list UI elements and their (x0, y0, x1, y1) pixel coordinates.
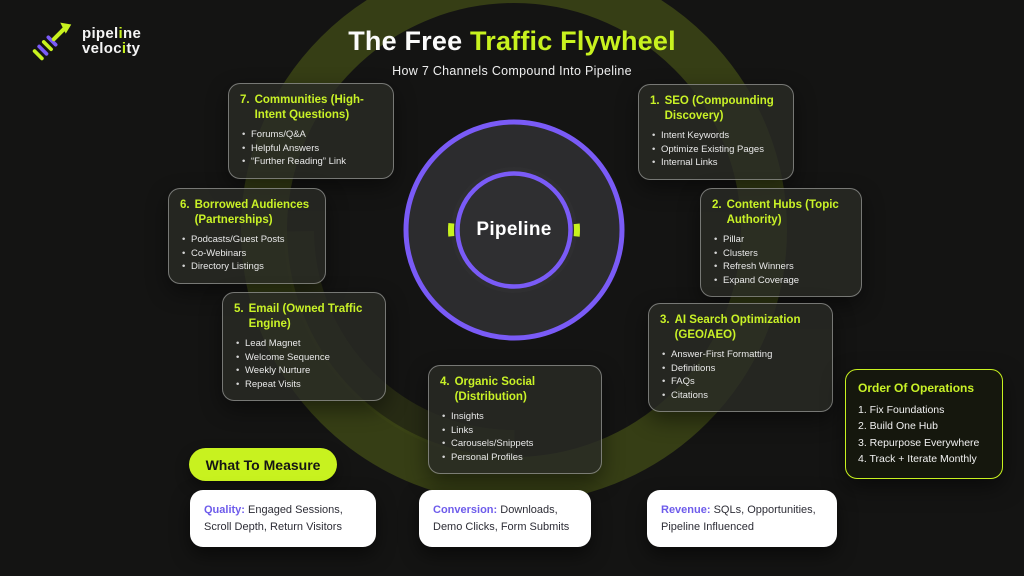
channel-bullets: InsightsLinksCarousels/SnippetsPersonal … (440, 410, 590, 464)
list-item: Welcome Sequence (234, 351, 374, 365)
list-item: 2. Build One Hub (858, 420, 938, 433)
channel-card-communities: 7.Communities (High-Intent Questions) Fo… (228, 83, 394, 179)
list-item: Directory Listings (180, 260, 314, 274)
channel-title: 2.Content Hubs (Topic Authority) (712, 199, 839, 226)
list-item: Definitions (660, 362, 821, 376)
order-of-operations-card: Order Of Operations 1. Fix Foundations 2.… (845, 369, 1003, 480)
logo: pipeline velocity (30, 18, 141, 64)
logo-wordmark: pipeline velocity (82, 25, 142, 57)
measure-card-revenue: Revenue: SQLs, Opportunities, Pipeline I… (647, 490, 837, 547)
what-to-measure-badge: What To Measure (189, 448, 337, 481)
channel-title: 4.Organic Social (Distribution) (440, 376, 536, 403)
pipeline-wheel-rings (403, 119, 625, 341)
measure-card-text: Quality: Engaged Sessions, Scroll Depth,… (204, 504, 343, 533)
channel-bullets: Lead MagnetWelcome SequenceWeekly Nurtur… (234, 337, 374, 391)
channel-bullets: PillarClustersRefresh WinnersExpand Cove… (712, 233, 850, 287)
page-subtitle: How 7 Channels Compound Into Pipeline (392, 64, 632, 78)
channel-card-borrowed-audiences: 6.Borrowed Audiences (Partnerships) Podc… (168, 188, 326, 284)
list-item: “Further Reading” Link (240, 155, 382, 169)
pipeline-velocity-logo-icon (32, 22, 72, 61)
channel-title: 3.AI Search Optimization (GEO/AEO) (660, 314, 801, 341)
channel-bullets: Podcasts/Guest PostsCo-WebinarsDirectory… (180, 233, 314, 274)
list-item: Internal Links (650, 156, 782, 170)
list-item: Co-Webinars (180, 247, 314, 261)
list-item: Insights (440, 410, 590, 424)
list-item: Pillar (712, 233, 850, 247)
pipeline-wheel: Pipeline (402, 118, 626, 342)
channel-title: 1.SEO (Compounding Discovery) (650, 95, 774, 122)
measure-card-quality: Quality: Engaged Sessions, Scroll Depth,… (190, 490, 376, 547)
measure-card-text: Revenue: SQLs, Opportunities, Pipeline I… (661, 504, 816, 533)
measure-card-text: Conversion: Downloads, Demo Clicks, Form… (433, 504, 570, 533)
channel-bullets: Intent KeywordsOptimize Existing PagesIn… (650, 129, 782, 170)
list-item: Forums/Q&A (240, 128, 382, 142)
list-item: Helpful Answers (240, 142, 382, 156)
list-item: Optimize Existing Pages (650, 143, 782, 157)
list-item: FAQs (660, 375, 821, 389)
list-item: Intent Keywords (650, 129, 782, 143)
order-of-operations-steps: 1. Fix Foundations 2. Build One Hub 3. Rep… (858, 402, 990, 467)
list-item: Answer-First Formatting (660, 348, 821, 362)
page-title: The Free Traffic Flywheel (348, 26, 676, 56)
channel-bullets: Forums/Q&AHelpful Answers“Further Readin… (240, 128, 382, 169)
list-item: Lead Magnet (234, 337, 374, 351)
measure-card-conversion: Conversion: Downloads, Demo Clicks, Form… (419, 490, 591, 547)
list-item: Weekly Nurture (234, 364, 374, 378)
channel-title: 7.Communities (High-Intent Questions) (240, 94, 364, 121)
list-item: Repeat Visits (234, 378, 374, 392)
list-item: Links (440, 424, 590, 438)
list-item: Carousels/Snippets (440, 437, 590, 451)
channel-bullets: Answer-First FormattingDefinitionsFAQsCi… (660, 348, 821, 402)
channel-card-content-hubs: 2.Content Hubs (Topic Authority) PillarC… (700, 188, 862, 298)
channel-card-email: 5.Email (Owned Traffic Engine) Lead Magn… (222, 292, 386, 402)
order-of-operations-title: Order Of Operations (858, 381, 975, 395)
list-item: Clusters (712, 247, 850, 261)
list-item: Podcasts/Guest Posts (180, 233, 314, 247)
channel-card-ai-search: 3.AI Search Optimization (GEO/AEO) Answe… (648, 303, 833, 413)
list-item: 1. Fix Foundations (858, 404, 945, 416)
pipeline-center-label: Pipeline (476, 219, 552, 240)
list-item: 3. Repurpose Everywhere (858, 436, 980, 449)
channel-card-seo: 1.SEO (Compounding Discovery) Intent Key… (638, 84, 794, 180)
channel-title: 5.Email (Owned Traffic Engine) (234, 303, 363, 330)
list-item: Refresh Winners (712, 260, 850, 274)
list-item: Personal Profiles (440, 451, 590, 465)
channel-title: 6.Borrowed Audiences (Partnerships) (180, 199, 310, 226)
list-item: Citations (660, 389, 821, 403)
channel-card-organic-social: 4.Organic Social (Distribution) Insights… (428, 365, 602, 475)
list-item: Expand Coverage (712, 274, 850, 288)
list-item: 4. Track + Iterate Monthly (858, 452, 977, 465)
header: The Free Traffic Flywheel How 7 Channels… (0, 26, 1024, 78)
